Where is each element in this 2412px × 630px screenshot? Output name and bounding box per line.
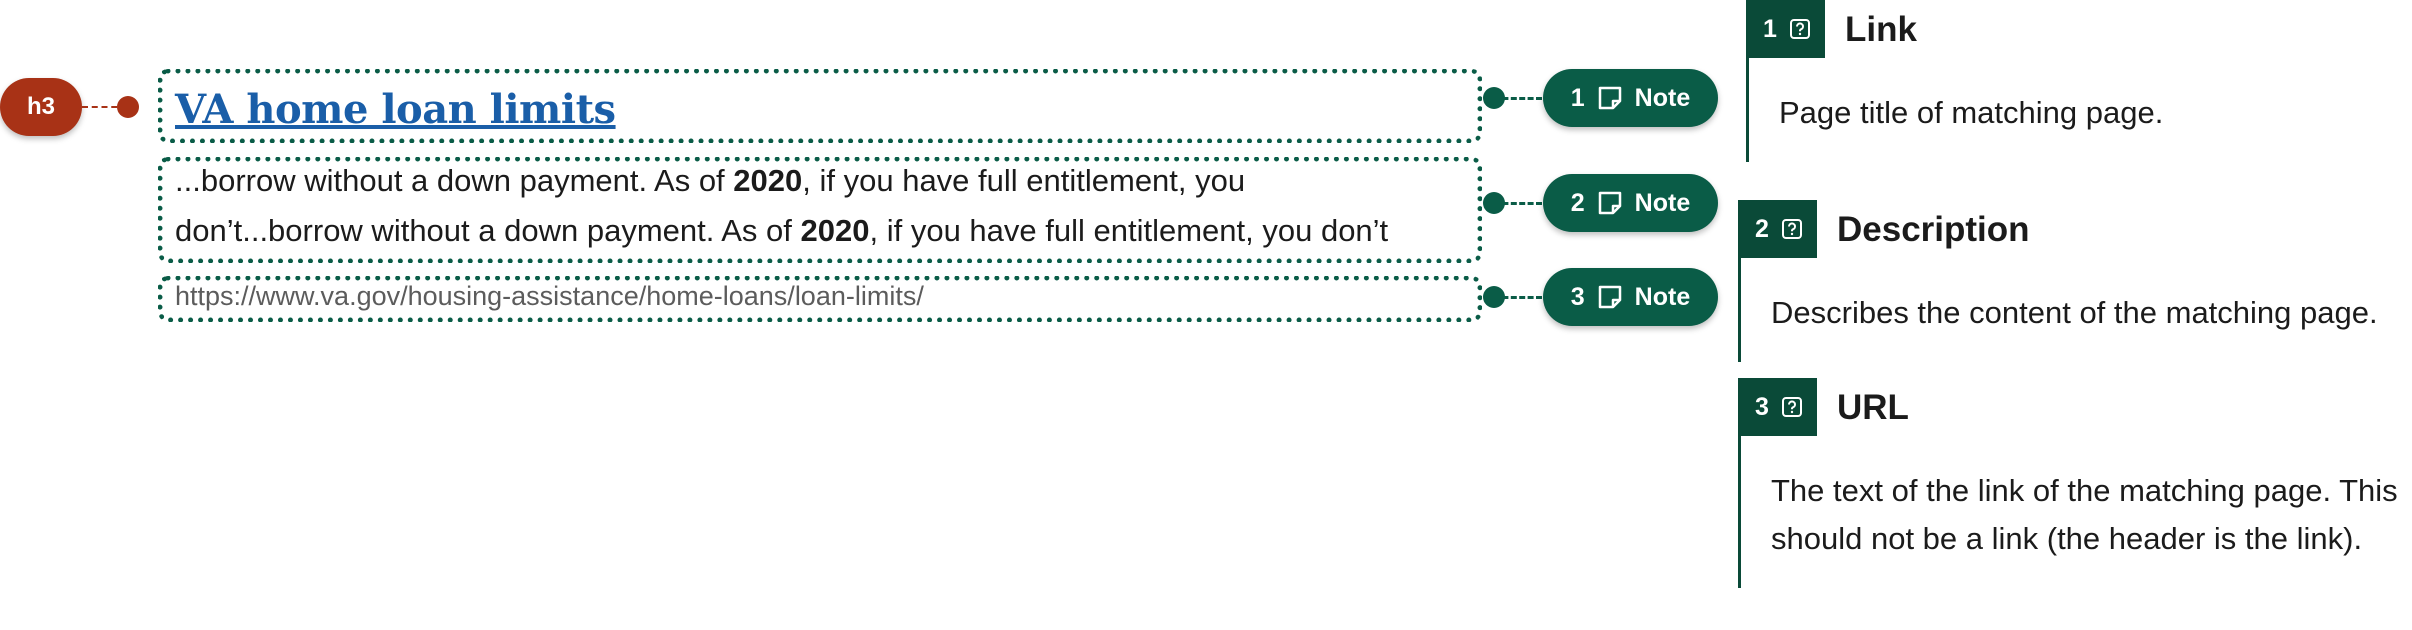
panel-number: 1	[1763, 14, 1777, 43]
description-region-outline	[158, 157, 1482, 263]
panel-1-tab: 1	[1749, 0, 1825, 58]
description-line-2: don’t...borrow without a down payment. A…	[175, 213, 1389, 248]
note-3-connector-dot	[1483, 286, 1505, 308]
panel-number: 3	[1755, 392, 1769, 421]
panel-body: The text of the link of the matching pag…	[1771, 473, 2398, 556]
heading-connector	[82, 106, 127, 108]
sticky-note-icon	[1598, 285, 1621, 309]
panel-title: URL	[1837, 388, 1909, 427]
panel-3-tab: 3	[1741, 378, 1817, 436]
panel-number: 2	[1755, 214, 1769, 243]
note-number: 2	[1570, 188, 1585, 217]
note-3-panel: 3 URL The text of the link of the matchi…	[1738, 378, 2401, 588]
note-1-connector	[1494, 97, 1542, 100]
panel-2-tab: 2	[1741, 200, 1817, 258]
note-label: Note	[1634, 188, 1691, 217]
sticky-note-icon	[1598, 191, 1621, 215]
heading-connector-dot	[117, 96, 139, 118]
note-2-connector	[1494, 202, 1542, 205]
link-region-outline	[158, 69, 1482, 143]
note-1-panel: 1 Link Page title of matching page.	[1746, 0, 2389, 162]
note-2-panel: 2 Description Describes the content of t…	[1738, 200, 2401, 362]
panel-body: Describes the content of the matching pa…	[1771, 295, 2378, 330]
sticky-note-icon	[1598, 86, 1621, 110]
note-label: Note	[1634, 83, 1691, 112]
note-2-connector-dot	[1483, 192, 1505, 214]
result-url-text: https://www.va.gov/housing-assistance/ho…	[175, 281, 924, 311]
help-square-icon	[1781, 219, 1802, 239]
note-3-button[interactable]: 3 Note	[1543, 268, 1718, 326]
note-number: 3	[1570, 282, 1585, 311]
note-label: Note	[1634, 282, 1691, 311]
description-line-1: ...borrow without a down payment. As of …	[175, 163, 1246, 198]
panel-body: Page title of matching page.	[1779, 95, 2164, 130]
url-region-outline	[158, 276, 1482, 322]
panel-title: Link	[1845, 10, 1917, 49]
note-1-connector-dot	[1483, 87, 1505, 109]
note-number: 1	[1570, 83, 1585, 112]
note-1-button[interactable]: 1 Note	[1543, 69, 1718, 127]
panel-title: Description	[1837, 210, 2030, 249]
help-square-icon	[1789, 19, 1810, 39]
result-title-link[interactable]: VA home loan limits	[175, 86, 616, 133]
note-3-connector	[1494, 296, 1542, 299]
heading-level-badge: h3	[0, 78, 82, 136]
note-2-button[interactable]: 2 Note	[1543, 174, 1718, 232]
help-square-icon	[1781, 397, 1802, 417]
